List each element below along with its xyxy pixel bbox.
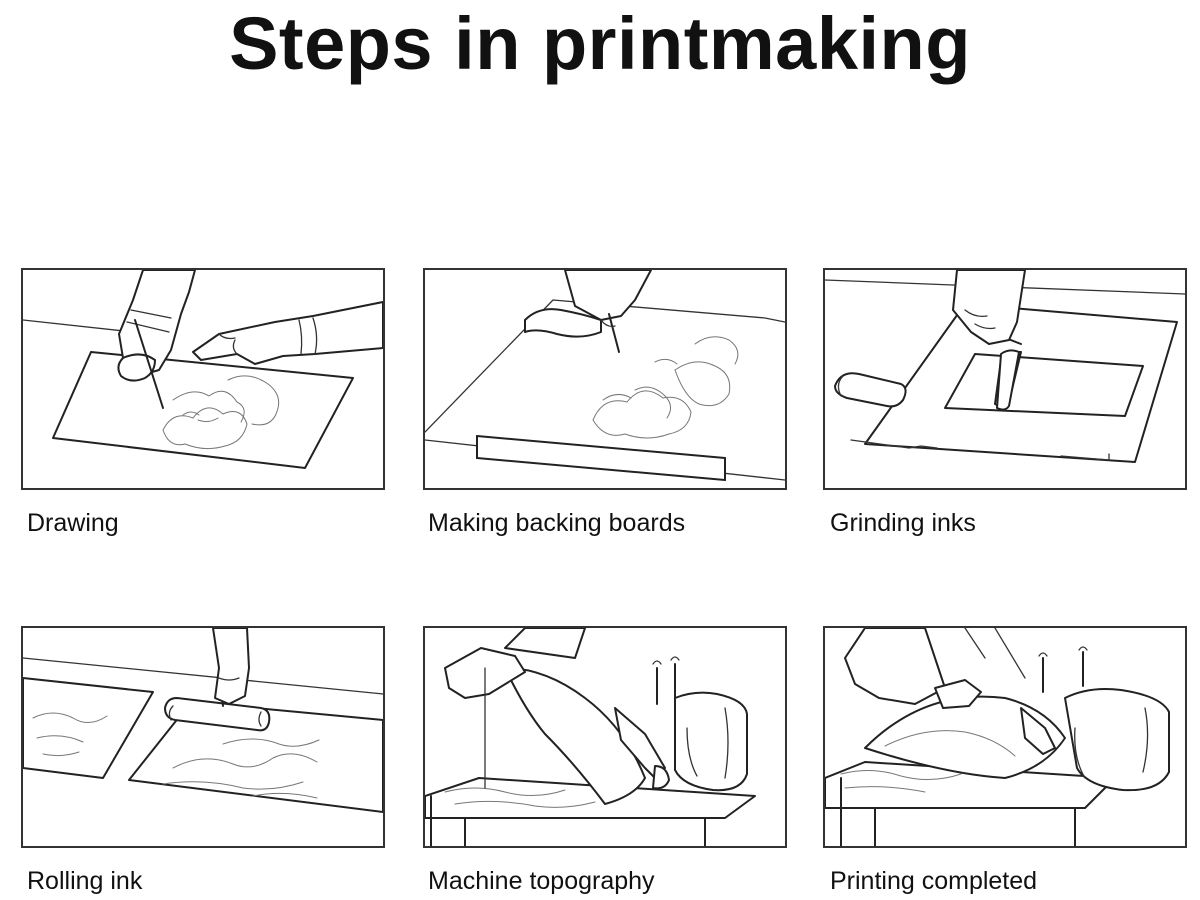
step-illustration-drawing [21, 268, 385, 490]
step-caption-rolling-ink: Rolling ink [27, 867, 143, 895]
step-illustration-machine-topography [423, 626, 787, 848]
step-illustration-making-backing-boards [423, 268, 787, 490]
step-illustration-printing-completed [823, 626, 1187, 848]
step-caption-grinding-inks: Grinding inks [830, 509, 976, 537]
page-title: Steps in printmaking [229, 2, 971, 85]
step-caption-making-backing-boards: Making backing boards [428, 509, 686, 537]
step-illustration-rolling-ink [21, 626, 385, 848]
step-caption-machine-topography: Machine topography [428, 867, 655, 895]
step-caption-drawing: Drawing [27, 509, 119, 537]
step-caption-printing-completed: Printing completed [830, 867, 1038, 895]
step-illustration-grinding-inks [823, 268, 1187, 490]
